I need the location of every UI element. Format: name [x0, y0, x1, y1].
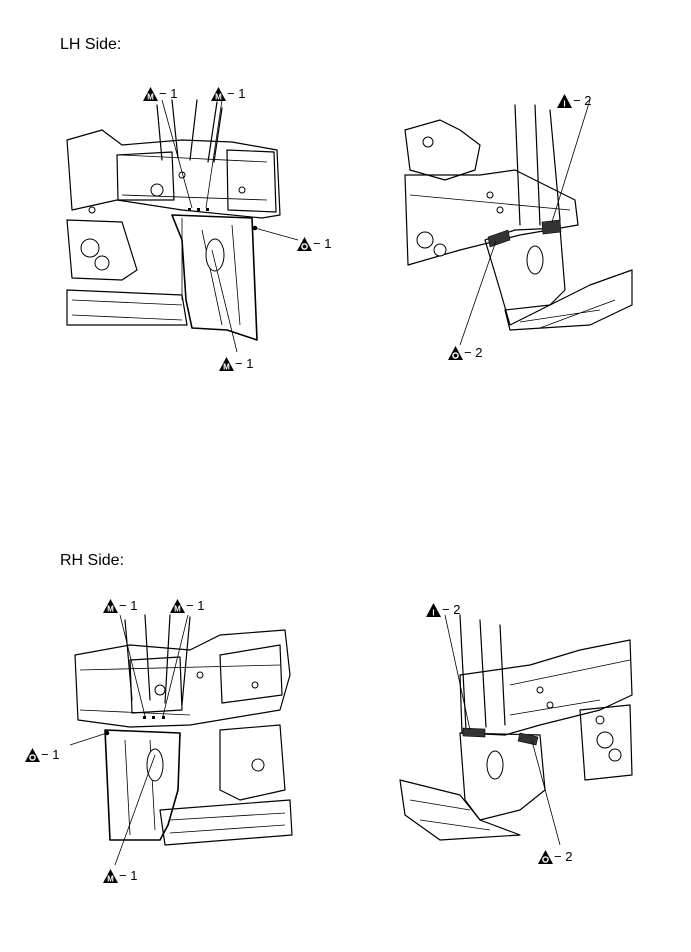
svg-text:O: O	[538, 850, 539, 851]
rh-left-m3-callout: M − 1	[103, 868, 137, 883]
lh-right-o2-callout: O − 2	[448, 345, 482, 360]
rh-left-m1-label: − 1	[119, 598, 138, 613]
rh-left-m3-label: − 1	[119, 868, 138, 883]
triangle-i-symbol-icon: I	[557, 93, 572, 108]
svg-text:O: O	[297, 237, 298, 238]
rh-left-m1-callout: M − 1	[103, 598, 137, 613]
triangle-m-symbol-icon: M	[143, 86, 158, 101]
svg-text:O: O	[25, 748, 26, 749]
lh-left-m1-callout: M − 1	[143, 86, 177, 101]
triangle-m-symbol-icon: M	[211, 86, 226, 101]
triangle-m-symbol-icon: M	[103, 598, 118, 613]
svg-text:I: I	[432, 608, 434, 617]
lh-left-m2-label: − 1	[227, 86, 246, 101]
lh-left-o1-callout: O − 1	[297, 236, 331, 251]
svg-text:M: M	[223, 362, 230, 371]
rh-side-title: RH Side:	[60, 552, 125, 569]
rh-left-m2-label: − 1	[186, 598, 205, 613]
lh-left-m3-label: − 1	[235, 356, 254, 371]
lh-side-title: LH Side:	[60, 36, 122, 53]
lh-right-view-illustration	[404, 99, 633, 346]
triangle-m-symbol-icon: M	[170, 598, 185, 613]
svg-text:I: I	[563, 99, 565, 108]
lh-left-view-illustration	[66, 99, 299, 353]
lh-right-i2-callout: I − 2	[557, 93, 591, 108]
rh-left-view-illustration	[69, 614, 293, 866]
lh-left-m2-callout: M − 1	[211, 86, 245, 101]
rh-right-o2-callout: O − 2	[538, 849, 572, 864]
rh-left-o1-callout: O − 1	[25, 747, 59, 762]
rh-left-o1-label: − 1	[41, 747, 60, 762]
svg-text:M: M	[107, 604, 114, 613]
triangle-o-symbol-icon: O	[448, 345, 463, 360]
triangle-o-symbol-icon: O	[25, 747, 40, 762]
rh-right-o2-label: − 2	[554, 849, 573, 864]
lh-left-m1-label: − 1	[159, 86, 178, 101]
lh-left-m3-callout: M − 1	[219, 356, 253, 371]
svg-text:M: M	[215, 92, 222, 101]
lh-right-i2-label: − 2	[573, 93, 592, 108]
triangle-m-symbol-icon: M	[219, 356, 234, 371]
svg-text:M: M	[174, 604, 181, 613]
triangle-o-symbol-icon: O	[538, 849, 553, 864]
rh-right-i2-callout: I − 2	[426, 602, 460, 617]
triangle-o-symbol-icon: O	[297, 236, 312, 251]
svg-text:M: M	[107, 874, 114, 883]
rh-right-i2-label: − 2	[442, 602, 461, 617]
svg-text:O: O	[448, 346, 449, 347]
rh-left-m2-callout: M − 1	[170, 598, 204, 613]
triangle-i-symbol-icon: I	[426, 602, 441, 617]
lh-right-o2-label: − 2	[464, 345, 483, 360]
rh-right-view-illustration	[399, 614, 633, 846]
svg-text:M: M	[147, 92, 154, 101]
triangle-m-symbol-icon: M	[103, 868, 118, 883]
lh-left-o1-label: − 1	[313, 236, 332, 251]
